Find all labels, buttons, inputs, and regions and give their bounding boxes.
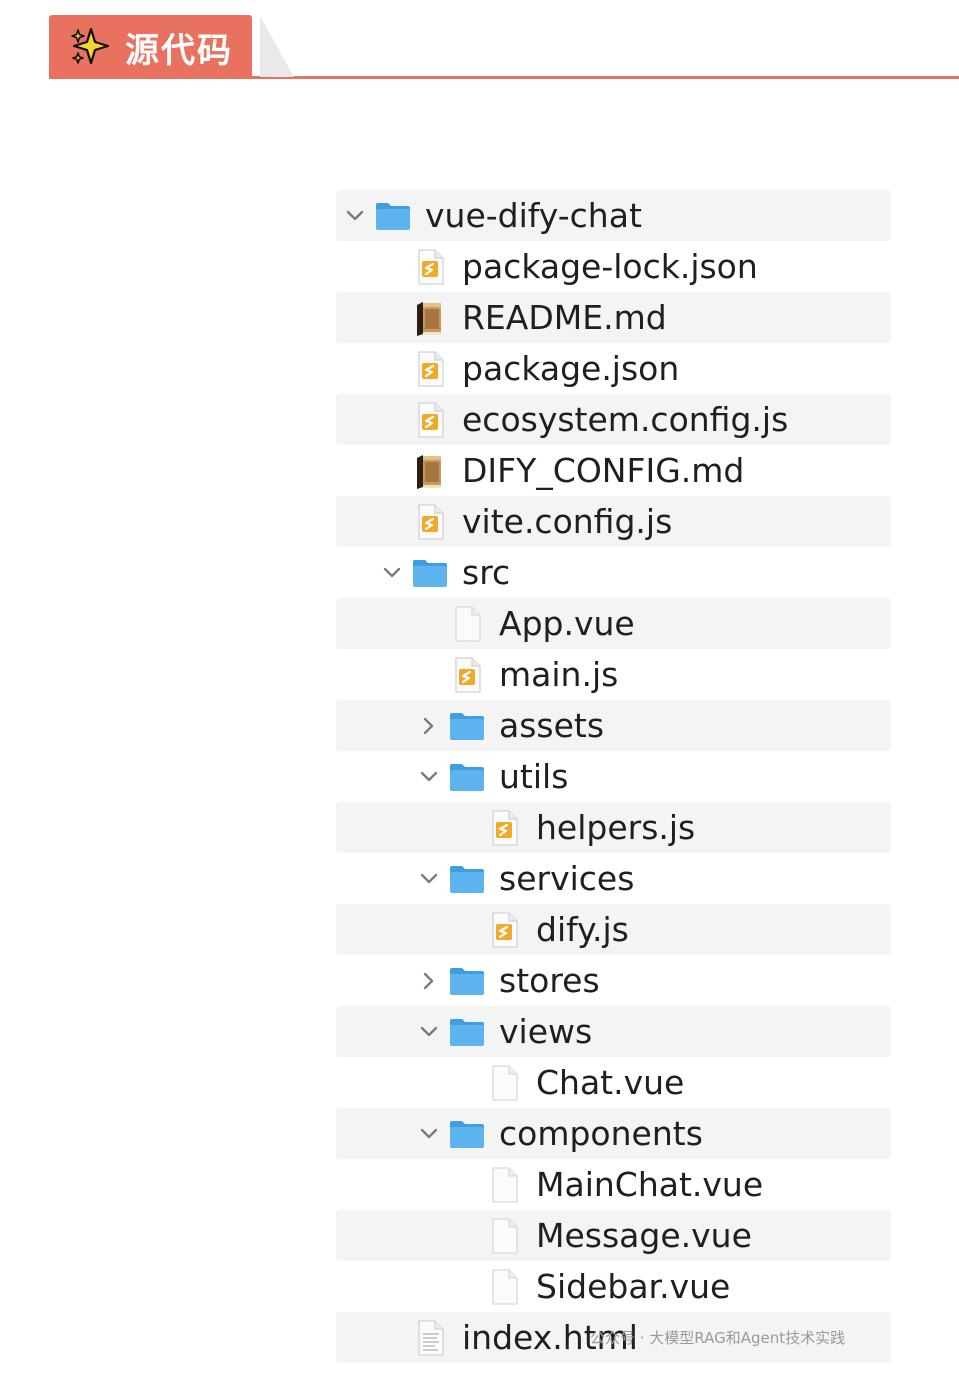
folder-icon bbox=[374, 197, 412, 235]
sparkle-icon bbox=[71, 27, 110, 65]
chevron-down-icon[interactable] bbox=[418, 1021, 440, 1043]
tree-file-row[interactable]: Chat.vue bbox=[336, 1057, 891, 1108]
tree-item-label: MainChat.vue bbox=[536, 1165, 764, 1204]
tree-folder-row[interactable]: services bbox=[336, 853, 891, 904]
js-file-icon bbox=[411, 401, 449, 439]
file-icon bbox=[485, 1166, 523, 1204]
tree-file-row[interactable]: package-lock.json bbox=[336, 241, 891, 292]
tree-folder-row[interactable]: src bbox=[336, 547, 891, 598]
header-tab: 源代码 bbox=[49, 15, 252, 79]
tree-file-row[interactable]: Sidebar.vue bbox=[336, 1261, 891, 1312]
js-file-icon bbox=[448, 656, 486, 694]
tree-item-label: package-lock.json bbox=[462, 247, 758, 286]
folder-icon bbox=[448, 758, 486, 796]
tree-folder-row[interactable]: views bbox=[336, 1006, 891, 1057]
tree-file-row[interactable]: MainChat.vue bbox=[336, 1159, 891, 1210]
js-file-icon bbox=[485, 809, 523, 847]
tree-file-row[interactable]: ecosystem.config.js bbox=[336, 394, 891, 445]
tree-item-label: README.md bbox=[462, 298, 667, 337]
js-file-icon bbox=[411, 248, 449, 286]
tree-file-row[interactable]: index.html bbox=[336, 1312, 891, 1363]
folder-icon bbox=[448, 1115, 486, 1153]
folder-icon bbox=[448, 1013, 486, 1051]
tree-item-label: utils bbox=[499, 757, 569, 796]
tree-item-label: src bbox=[462, 553, 511, 592]
chevron-down-icon[interactable] bbox=[344, 205, 366, 227]
tree-folder-row[interactable]: assets bbox=[336, 700, 891, 751]
chevron-right-icon[interactable] bbox=[418, 715, 440, 737]
tree-item-label: Sidebar.vue bbox=[536, 1267, 731, 1306]
chevron-down-icon[interactable] bbox=[418, 766, 440, 788]
tree-item-label: index.html bbox=[462, 1318, 638, 1357]
tree-folder-row[interactable]: components bbox=[336, 1108, 891, 1159]
header-underline bbox=[49, 76, 959, 79]
file-icon bbox=[485, 1268, 523, 1306]
tree-item-label: dify.js bbox=[536, 910, 629, 949]
file-icon bbox=[485, 1064, 523, 1102]
js-file-icon bbox=[411, 350, 449, 388]
page-title: 源代码 bbox=[125, 30, 233, 71]
tree-file-row[interactable]: helpers.js bbox=[336, 802, 891, 853]
tree-file-row[interactable]: DIFY_CONFIG.md bbox=[336, 445, 891, 496]
tree-file-row[interactable]: App.vue bbox=[336, 598, 891, 649]
tree-item-label: Chat.vue bbox=[536, 1063, 685, 1102]
js-file-icon bbox=[411, 503, 449, 541]
folder-icon bbox=[448, 962, 486, 1000]
file-icon bbox=[448, 605, 486, 643]
tree-folder-row[interactable]: utils bbox=[336, 751, 891, 802]
js-file-icon bbox=[485, 911, 523, 949]
tree-item-label: Message.vue bbox=[536, 1216, 752, 1255]
tree-item-label: views bbox=[499, 1012, 593, 1051]
tree-item-label: vue-dify-chat bbox=[425, 196, 642, 235]
tree-file-row[interactable]: README.md bbox=[336, 292, 891, 343]
folder-icon bbox=[448, 707, 486, 745]
tree-file-row[interactable]: vite.config.js bbox=[336, 496, 891, 547]
file-icon bbox=[485, 1217, 523, 1255]
tree-item-label: vite.config.js bbox=[462, 502, 673, 541]
chevron-down-icon[interactable] bbox=[418, 1123, 440, 1145]
book-icon bbox=[411, 299, 449, 337]
tree-item-label: ecosystem.config.js bbox=[462, 400, 789, 439]
tree-file-row[interactable]: package.json bbox=[336, 343, 891, 394]
tree-item-label: services bbox=[499, 859, 635, 898]
tree-item-label: package.json bbox=[462, 349, 680, 388]
folder-icon bbox=[448, 860, 486, 898]
header-tab-fold bbox=[260, 16, 294, 77]
tree-file-row[interactable]: Message.vue bbox=[336, 1210, 891, 1261]
tree-item-label: helpers.js bbox=[536, 808, 696, 847]
book-icon bbox=[411, 452, 449, 490]
tree-file-row[interactable]: main.js bbox=[336, 649, 891, 700]
chevron-right-icon[interactable] bbox=[418, 970, 440, 992]
html-file-icon bbox=[411, 1319, 449, 1357]
watermark: 公众号 · 大模型RAG和Agent技术实践 bbox=[590, 1329, 846, 1347]
tree-folder-row[interactable]: vue-dify-chat bbox=[336, 190, 891, 241]
tree-item-label: DIFY_CONFIG.md bbox=[462, 451, 745, 490]
chevron-down-icon[interactable] bbox=[381, 562, 403, 584]
chevron-down-icon[interactable] bbox=[418, 868, 440, 890]
tree-item-label: components bbox=[499, 1114, 703, 1153]
tree-folder-row[interactable]: stores bbox=[336, 955, 891, 1006]
folder-icon bbox=[411, 554, 449, 592]
tree-item-label: main.js bbox=[499, 655, 619, 694]
tree-item-label: stores bbox=[499, 961, 600, 1000]
tree-item-label: App.vue bbox=[499, 604, 635, 643]
tree-item-label: assets bbox=[499, 706, 605, 745]
tree-file-row[interactable]: dify.js bbox=[336, 904, 891, 955]
